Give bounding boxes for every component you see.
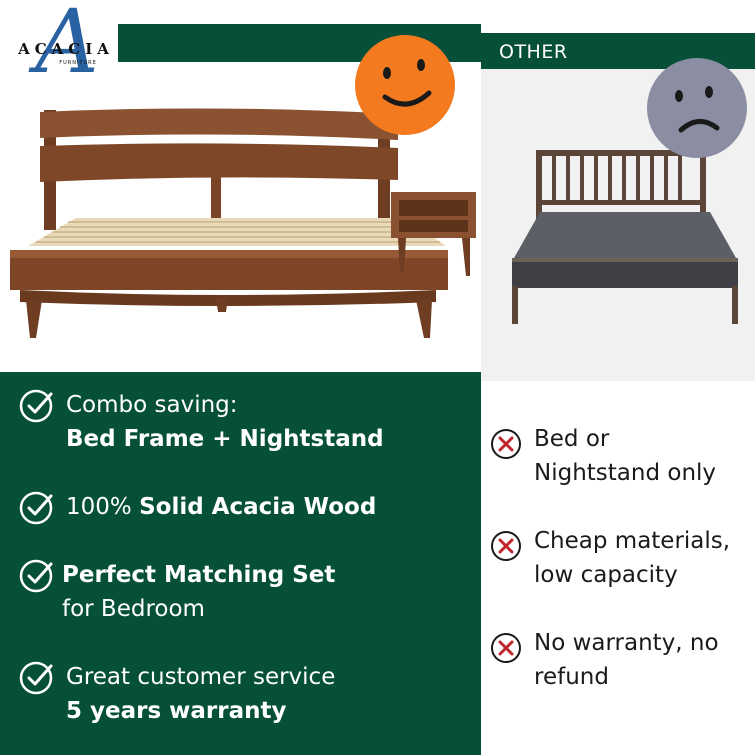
check-icon (18, 388, 54, 424)
cross-circle-icon (490, 530, 522, 562)
benefit-matching-set: Perfect Matching Set for Bedroom (18, 558, 335, 626)
drawback-line: Cheap materials, (534, 528, 731, 554)
cross-circle-icon (490, 428, 522, 460)
benefit-line: Combo saving: (66, 392, 238, 418)
benefit-line-bold: Bed Frame + Nightstand (66, 426, 384, 452)
benefit-prefix: 100% (66, 494, 140, 520)
logo-subtext: FURNITURE (59, 60, 97, 66)
benefits-panel (0, 372, 481, 755)
brand-logo: A ACACIA FURNITURE (12, 0, 122, 93)
drawback-line: Nightstand only (534, 460, 717, 486)
drawback-cheap-materials: Cheap materials, low capacity (490, 524, 754, 592)
drawback-single-item: Bed or Nightstand only (490, 422, 754, 490)
benefit-combo-saving: Combo saving: Bed Frame + Nightstand (18, 388, 384, 456)
benefit-solid-wood: 100% Solid Acacia Wood (18, 490, 376, 526)
other-bed-image (500, 140, 745, 330)
logo-text: ACACIA (17, 40, 114, 58)
check-icon (18, 490, 54, 526)
benefit-line-bold: 5 years warranty (66, 698, 287, 724)
cross-circle-icon (490, 632, 522, 664)
benefit-line: for Bedroom (62, 596, 205, 622)
drawback-line: No warranty, no (534, 630, 719, 656)
drawback-no-warranty: No warranty, no refund (490, 626, 754, 694)
drawback-line: Bed or (534, 426, 610, 452)
drawback-line: refund (534, 664, 609, 690)
benefit-line-bold: Perfect Matching Set (62, 562, 336, 588)
check-icon (18, 558, 54, 594)
acacia-bed-image (6, 100, 476, 350)
drawback-line: low capacity (534, 562, 678, 588)
other-label: OTHER (499, 41, 568, 63)
smiley-face-icon (355, 35, 455, 135)
benefit-bold: Solid Acacia Wood (139, 494, 377, 520)
benefit-line: Great customer service (66, 664, 336, 690)
sad-face-icon (647, 58, 747, 158)
benefit-warranty: Great customer service 5 years warranty (18, 660, 335, 728)
check-icon (18, 660, 54, 696)
logo-letter: A (28, 4, 99, 88)
